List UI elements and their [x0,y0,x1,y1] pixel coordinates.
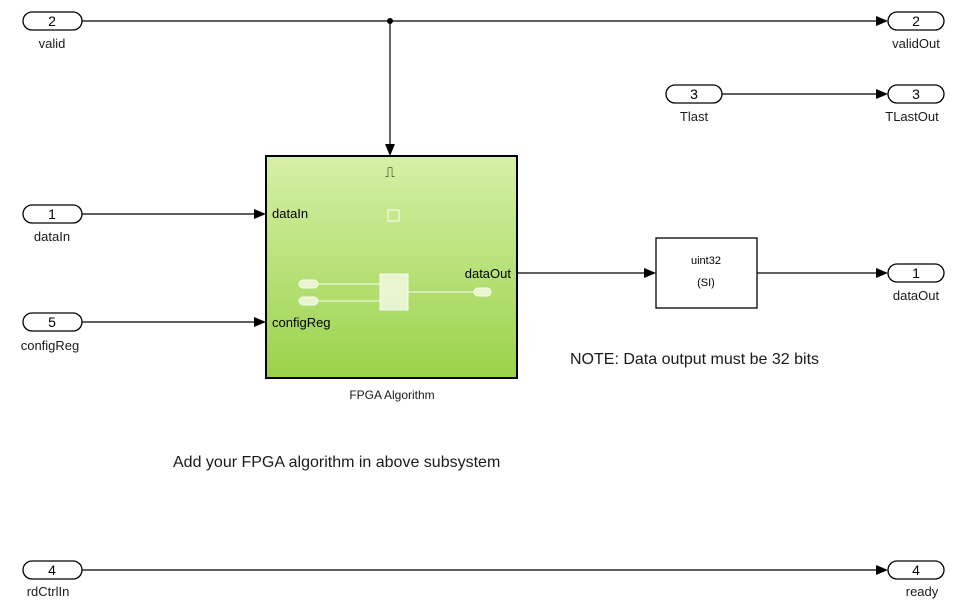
subsystem-thumbnail-icon [298,209,492,311]
inport-tlast-label: Tlast [680,109,709,124]
inport-configreg-number: 5 [48,314,56,330]
outport-ready[interactable] [887,560,945,580]
outport-validout-number: 2 [912,13,920,29]
outport-tlastout-label: TLastOut [885,109,939,124]
outport-ready-label: ready [906,584,939,599]
subsystem-name: FPGA Algorithm [349,388,434,402]
inport-tlast-number: 3 [690,86,698,102]
inport-valid[interactable] [22,11,83,31]
inport-valid-number: 2 [48,13,56,29]
data-type-conversion-block[interactable]: uint32 (SI) [655,237,758,309]
converter-mode-label: (SI) [697,277,715,289]
subsystem-outport-dataout: dataOut [465,266,512,281]
outport-dataout[interactable] [887,263,945,283]
subsystem-body[interactable] [265,155,518,379]
outport-tlastout-number: 3 [912,86,920,102]
outport-ready-number: 4 [912,562,920,578]
arrow-ready-out [876,565,888,575]
note-annotation: NOTE: Data output must be 32 bits [570,351,819,368]
outport-tlastout[interactable] [887,84,945,104]
inport-rdctrlin[interactable] [22,560,83,580]
arrow-configreg [254,317,266,327]
inport-configreg[interactable] [22,312,83,332]
inport-rdctrlin-label: rdCtrlIn [27,584,70,599]
inport-configreg-label: configReg [21,338,80,353]
enable-port-icon: ⎍ [385,164,395,180]
inport-valid-label: valid [39,36,66,51]
subsystem-inport-datain: dataIn [272,206,308,221]
outport-dataout-label: dataOut [893,288,940,303]
arrow-enable [385,144,395,156]
inport-datain-label: dataIn [34,229,70,244]
arrow-data-out [876,268,888,278]
outport-validout-label: validOut [892,36,940,51]
inport-rdctrlin-number: 4 [48,562,56,578]
inport-datain[interactable] [22,204,83,224]
instruction-annotation: Add your FPGA algorithm in above subsyst… [173,454,500,471]
outport-validout[interactable] [887,11,945,31]
arrow-datain [254,209,266,219]
outport-dataout-number: 1 [912,265,920,281]
converter-type-label: uint32 [691,255,721,267]
inport-tlast[interactable] [665,84,723,104]
fpga-algorithm-subsystem[interactable]: ⎍ dataIn configReg dataOut [265,155,518,379]
branch-point [387,18,393,24]
arrow-tlast-out [876,89,888,99]
arrow-valid-out [876,16,888,26]
inport-datain-number: 1 [48,206,56,222]
subsystem-inport-configreg: configReg [272,315,331,330]
arrow-converter-in [644,268,656,278]
